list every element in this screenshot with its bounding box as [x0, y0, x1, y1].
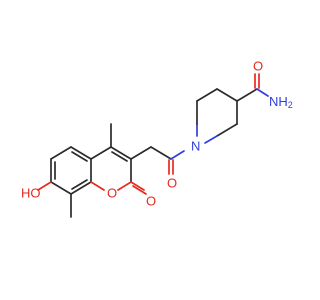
carboxamide-group [236, 73, 269, 102]
bond [50, 146, 72, 160]
bond [236, 88, 258, 102]
piperidine-ring [196, 88, 238, 144]
bond [70, 146, 92, 160]
bond-o-c8a [90, 181, 105, 191]
double-bond-inner [71, 179, 88, 190]
carboxamide-nh2-label: NH2 [269, 94, 293, 111]
hydroxyl-bond [37, 181, 52, 191]
molecule-structure-diagram: HO O O O N O NH2 [21, 59, 293, 218]
bond [70, 181, 92, 195]
bond [130, 146, 152, 160]
bond [196, 88, 218, 102]
coumarin-substituents [37, 123, 112, 218]
bond [50, 181, 72, 195]
double-bond-inner [71, 151, 88, 162]
bond [204, 135, 218, 144]
piperidine-nitrogen-label: N [191, 139, 200, 154]
ring-oxygen-label: O [107, 186, 117, 201]
lactone-carbonyl-bond [132, 185, 147, 195]
hydroxyl-label: HO [21, 186, 41, 201]
bond [216, 123, 238, 137]
carboxamide-oxygen-label: O [253, 59, 263, 74]
bond [90, 146, 112, 160]
carboxamide-n-bond [256, 88, 269, 97]
bond [150, 146, 172, 160]
lactone-carbonyl-bond [130, 181, 145, 191]
pyranone-ring [90, 146, 147, 195]
double-bond-inner [111, 151, 128, 162]
lactone-oxygen-label: O [146, 194, 156, 209]
nh-text: NH [269, 94, 288, 109]
bond-c2-o [117, 181, 132, 191]
bond [216, 88, 238, 102]
linker-n-bond [170, 150, 185, 160]
benzene-ring [50, 146, 92, 195]
linker-oxygen-label: O [167, 176, 177, 191]
nh2-subscript: 2 [288, 100, 293, 110]
acetyl-linker [130, 146, 185, 175]
bond [110, 146, 132, 160]
